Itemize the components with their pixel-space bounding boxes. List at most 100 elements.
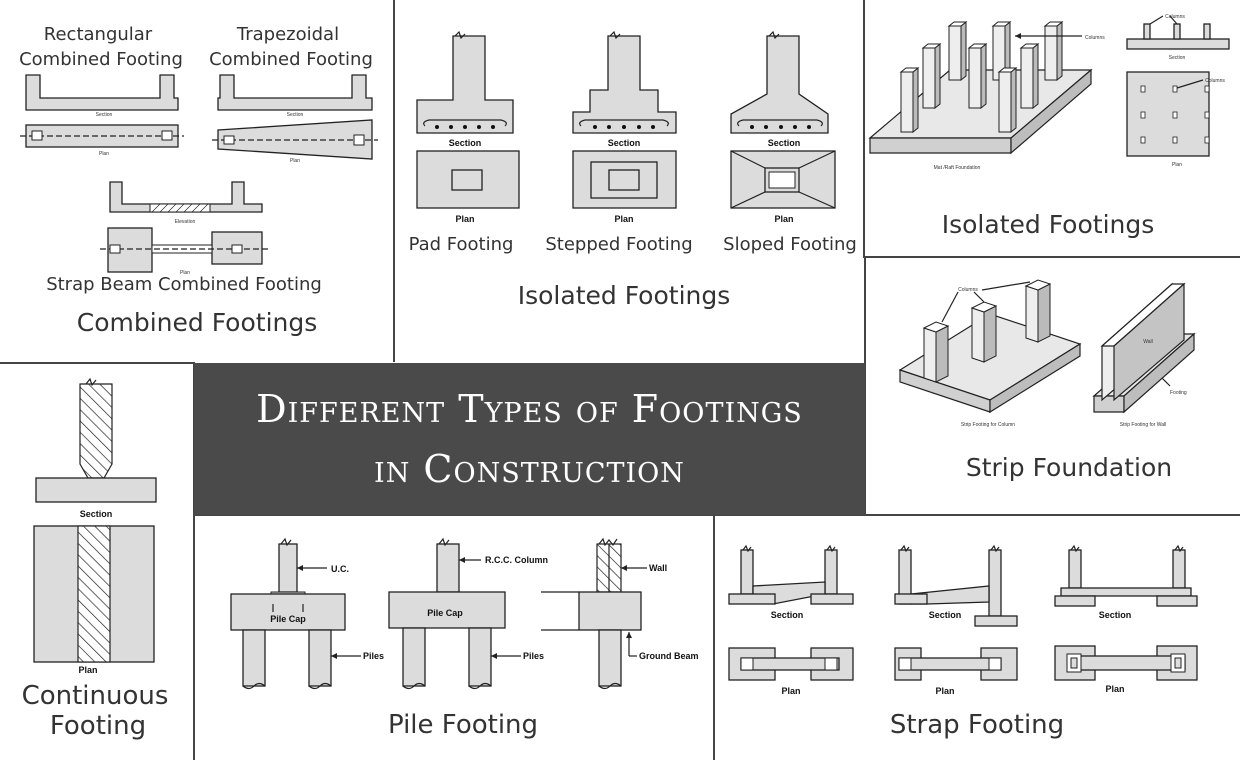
mat-column — [899, 66, 920, 134]
break-mark — [598, 537, 618, 547]
break-mark — [280, 537, 292, 547]
strap1-plan-column — [740, 657, 754, 671]
strap2-plan-column — [988, 657, 1002, 671]
strip-footing-pointer — [1161, 377, 1171, 387]
sloped-rebar — [737, 119, 823, 127]
pile-end — [402, 682, 426, 690]
divider — [713, 514, 715, 760]
mat-columns — [899, 20, 1064, 134]
strip-columns-pointer — [981, 281, 1031, 291]
mat-foundation-panel: Columns Mat /Raft Foundation Columns Sec… — [865, 0, 1240, 256]
strap-elevation — [109, 181, 263, 213]
rebar-dots — [435, 125, 495, 129]
pile-cap-3 — [578, 591, 642, 631]
strip-column — [1024, 279, 1052, 343]
mat-plan-columns-label: Columns — [1205, 78, 1225, 84]
strip-column — [922, 321, 950, 383]
arrow-icon — [459, 557, 465, 563]
break-mark — [1174, 544, 1184, 553]
sloped-plan-label: Plan — [774, 214, 793, 224]
pile-cap-1-label: Pile Cap — [270, 614, 306, 624]
strap1-plan-label: Plan — [781, 686, 800, 696]
mat-plan-label: Plan — [1172, 162, 1182, 168]
strap1-footing — [728, 593, 776, 605]
break-mark — [826, 544, 836, 553]
mat-section-column — [1173, 23, 1181, 40]
pile-end — [308, 682, 332, 690]
break-mark — [85, 377, 97, 387]
strip-wall-label: Wall — [1143, 339, 1153, 345]
mat-column — [1019, 42, 1040, 110]
strap-panel-title: Strap Footing — [890, 710, 1064, 740]
pile-end — [242, 682, 266, 690]
strap3-column — [1172, 549, 1186, 589]
continuous-panel-title-2: Footing — [50, 711, 146, 741]
trap-section — [217, 74, 373, 111]
break-mark — [609, 30, 621, 40]
mat-column — [997, 66, 1018, 134]
pile-3a — [598, 629, 622, 687]
rect-title-2: Combined Footing — [19, 49, 183, 70]
continuous-footing-diagram: Section Plan Continuous Footing — [22, 377, 169, 741]
arrow-icon — [331, 653, 337, 659]
combined-footings-panel: Rectangular Combined Footing Trapezoidal… — [0, 0, 393, 362]
strip-columns-pointer — [941, 291, 959, 323]
mat-foundation-diagram: Columns Mat /Raft Foundation Columns Sec… — [868, 14, 1230, 239]
strap3-footing — [1156, 595, 1198, 607]
divider — [865, 256, 1240, 258]
pile-2a — [402, 627, 426, 687]
arrow-icon — [626, 632, 632, 638]
pile-1a — [242, 629, 266, 687]
sloped-section — [730, 35, 829, 134]
ground-beam-label: Ground Beam — [639, 651, 699, 661]
strip-columns — [922, 279, 1052, 383]
strap3-plan-column-inner — [1070, 657, 1078, 669]
arrow-icon — [1015, 33, 1021, 39]
trap-plan-column — [223, 135, 235, 145]
strap1-section-label: Section — [771, 610, 804, 620]
rect-plan-column — [31, 130, 43, 141]
continuous-panel-title-1: Continuous — [22, 681, 169, 711]
strip-footing-label: Footing — [1170, 390, 1187, 396]
strap2-plan-label: Plan — [935, 686, 954, 696]
break-mark — [768, 30, 780, 40]
mat-section-columns-label: Columns — [1165, 14, 1185, 20]
strip-column-slab-side — [989, 342, 1081, 414]
strap-footing-diagram: Section Plan Section Plan Section — [728, 544, 1198, 740]
pad-footing-label: Pad Footing — [409, 234, 514, 255]
pile-wall-label: Wall — [649, 563, 667, 573]
strap2-column — [988, 549, 1002, 617]
combined-panel-title: Combined Footings — [77, 308, 318, 337]
strap1-plan-beam — [740, 657, 840, 671]
rect-plan-label: Plan — [99, 151, 109, 157]
strap3-plan-label: Plan — [1105, 684, 1124, 694]
trap-plan-column — [353, 134, 365, 146]
strap-plan-column — [109, 244, 121, 254]
continuous-plan-wall — [77, 525, 111, 663]
trap-title-1: Trapezoidal — [236, 24, 339, 45]
trap-title-2: Combined Footing — [209, 49, 373, 70]
continuous-wall-section — [79, 383, 113, 479]
continuous-footing-panel: Section Plan Continuous Footing — [0, 364, 193, 760]
strip-column-caption: Strip Footing for Column — [961, 422, 1015, 428]
break-mark — [990, 544, 1000, 553]
mat-column — [1043, 20, 1064, 82]
strap1-column — [824, 549, 838, 595]
stepped-section — [572, 35, 677, 134]
strip-wall-footing-side — [1123, 332, 1195, 414]
strip-wall-footing-front — [1093, 395, 1125, 413]
mat-section-label: Section — [1169, 55, 1186, 61]
divider — [393, 0, 395, 362]
strap1-footing — [810, 593, 854, 605]
pile-piles-label-2: Piles — [523, 651, 544, 661]
break-mark — [438, 537, 450, 547]
strip-foundation-panel: Columns Strip Footing for Column Wall Fo… — [866, 258, 1240, 514]
arrow-icon — [491, 653, 497, 659]
stepped-plan-column — [608, 169, 640, 191]
strap-title: Strap Beam Combined Footing — [46, 274, 322, 295]
strap-plan-label: Plan — [180, 270, 190, 276]
rect-plan-column — [161, 130, 173, 141]
trap-plan-label: Plan — [290, 158, 300, 164]
sloped-section-label: Section — [768, 138, 801, 148]
pile-cap-1 — [230, 593, 346, 631]
